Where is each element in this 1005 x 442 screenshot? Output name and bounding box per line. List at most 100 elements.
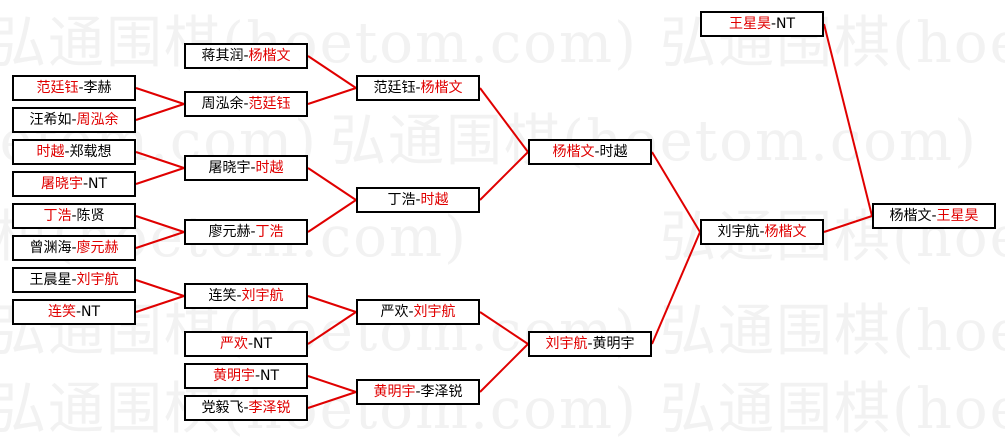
- player-name: 时越: [36, 144, 65, 160]
- player-name: 范廷钰: [373, 80, 416, 96]
- bracket-connector: [307, 375, 357, 393]
- player-name: 刘宇航: [545, 336, 588, 352]
- match-box: 杨楷文-时越: [528, 139, 652, 165]
- player-name: 李赫: [83, 80, 112, 96]
- match-box: 严欢-NT: [184, 331, 308, 357]
- bracket-connector: [651, 231, 701, 345]
- bracket-connector: [135, 103, 185, 121]
- bracket-connector: [135, 151, 185, 169]
- separator: -: [250, 224, 256, 240]
- player-name: 杨楷文: [764, 224, 807, 240]
- player-name: 丁浩: [387, 192, 416, 208]
- bracket-connector: [135, 279, 185, 297]
- player-name: 刘宇航: [76, 272, 119, 288]
- bracket-connector: [307, 87, 357, 105]
- separator: -: [78, 80, 84, 96]
- match-box: 连笑-刘宇航: [184, 283, 308, 309]
- separator: -: [82, 176, 89, 192]
- match-box: 黄明宇-李泽锐: [356, 379, 480, 405]
- separator: -: [770, 16, 777, 32]
- match-box: 时越-郑载想: [12, 139, 136, 165]
- player-name: NT: [88, 176, 108, 192]
- bracket-connector: [307, 295, 357, 313]
- match-box: 丁浩-时越: [356, 187, 480, 213]
- player-name: 时越: [255, 160, 284, 176]
- separator: -: [250, 160, 256, 176]
- match-box: 杨楷文-王星昊: [872, 203, 996, 229]
- bracket-connector: [135, 231, 185, 249]
- player-name: 王星昊: [728, 16, 771, 32]
- bracket-connector: [651, 151, 701, 233]
- player-name: 王晨星: [29, 272, 72, 288]
- player-name: 严欢: [219, 336, 248, 352]
- match-box: 王晨星-刘宇航: [12, 267, 136, 293]
- separator: -: [254, 368, 261, 384]
- player-name: 丁浩: [255, 224, 284, 240]
- bracket-connector: [479, 151, 529, 201]
- separator: -: [71, 272, 77, 288]
- bracket-connector: [135, 295, 185, 313]
- bracket-connector: [307, 391, 357, 409]
- match-box: 屠晓宇-NT: [12, 171, 136, 197]
- bracket-connector: [135, 215, 185, 233]
- separator: -: [587, 336, 593, 352]
- match-box: 屠晓宇-时越: [184, 155, 308, 181]
- match-box: 刘宇航-黄明宇: [528, 331, 652, 357]
- separator: -: [247, 336, 254, 352]
- bracket-connector: [479, 311, 529, 345]
- player-name: 范廷钰: [36, 80, 79, 96]
- player-name: 廖元赫: [76, 240, 119, 256]
- player-name: 廖元赫: [208, 224, 251, 240]
- match-box: 严欢-刘宇航: [356, 299, 480, 325]
- bracket-connector: [479, 87, 529, 153]
- bracket-connector: [307, 55, 357, 89]
- player-name: 刘宇航: [241, 288, 284, 304]
- match-box: 党毅飞-李泽锐: [184, 395, 308, 421]
- player-name: 丁浩: [43, 208, 72, 224]
- player-name: 杨楷文: [420, 80, 463, 96]
- player-name: 杨楷文: [552, 144, 595, 160]
- bracket-connector: [307, 199, 357, 233]
- player-name: NT: [260, 368, 280, 384]
- match-box: 汪希如-周泓余: [12, 107, 136, 133]
- match-box: 王星昊-NT: [700, 11, 824, 37]
- separator: -: [415, 384, 421, 400]
- player-name: 周泓余: [201, 96, 244, 112]
- player-name: NT: [81, 304, 101, 320]
- player-name: 屠晓宇: [208, 160, 251, 176]
- player-name: 黄明宇: [373, 384, 416, 400]
- player-name: 周泓余: [76, 112, 119, 128]
- separator: -: [243, 96, 249, 112]
- separator: -: [408, 304, 414, 320]
- match-box: 黄明宇-NT: [184, 363, 308, 389]
- player-name: 刘宇航: [717, 224, 760, 240]
- separator: -: [64, 144, 70, 160]
- separator: -: [931, 208, 937, 224]
- separator: -: [415, 192, 421, 208]
- bracket-connector: [135, 87, 185, 105]
- match-box: 范廷钰-杨楷文: [356, 75, 480, 101]
- bracket-connector: [823, 215, 873, 233]
- match-box: 刘宇航-杨楷文: [700, 219, 824, 245]
- player-name: 黄明宇: [592, 336, 635, 352]
- player-name: 党毅飞: [201, 400, 244, 416]
- player-name: 杨楷文: [248, 48, 291, 64]
- player-name: 连笑: [208, 288, 237, 304]
- separator: -: [243, 400, 249, 416]
- player-name: 时越: [599, 144, 628, 160]
- player-name: 郑载想: [69, 144, 112, 160]
- separator: -: [759, 224, 765, 240]
- match-box: 廖元赫-丁浩: [184, 219, 308, 245]
- player-name: 李泽锐: [248, 400, 291, 416]
- separator: -: [243, 48, 249, 64]
- separator: -: [71, 208, 77, 224]
- player-name: 连笑: [47, 304, 76, 320]
- bracket-connector: [135, 167, 185, 185]
- bracket-lines: [135, 23, 873, 409]
- player-name: 刘宇航: [413, 304, 456, 320]
- player-name: 范廷钰: [248, 96, 291, 112]
- player-name: 汪希如: [29, 112, 72, 128]
- separator: -: [71, 112, 77, 128]
- separator: -: [236, 288, 242, 304]
- player-name: 陈贤: [76, 208, 105, 224]
